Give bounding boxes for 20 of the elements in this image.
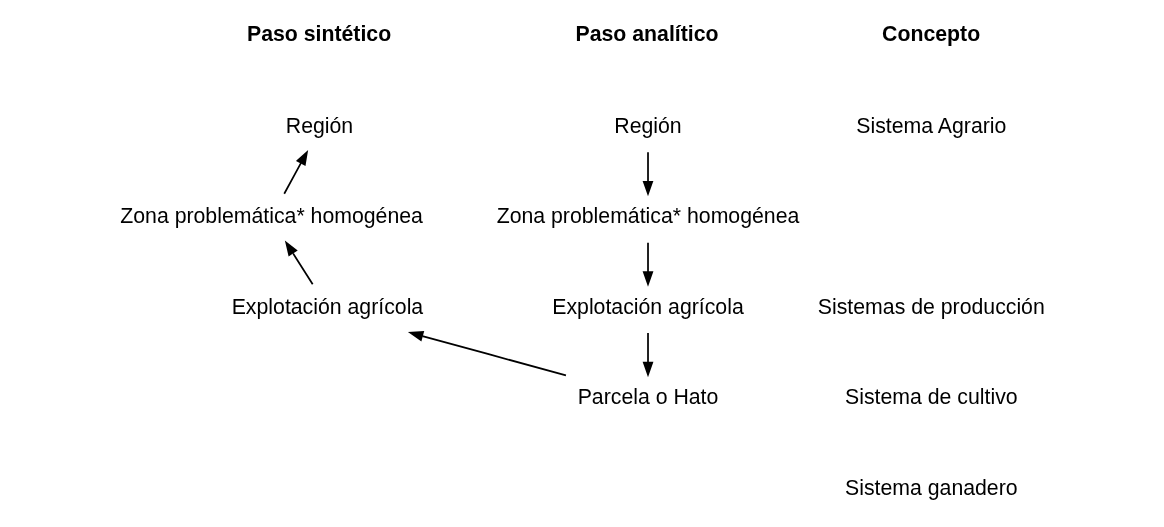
label: Sistemas de producción (817, 294, 1045, 319)
arrow (284, 240, 314, 286)
label: Paso analítico (575, 22, 719, 47)
node-text: Región (285, 113, 353, 138)
node-text: Parcela o Hato (577, 385, 718, 410)
arrow (282, 149, 308, 195)
label: Sistema de cultivo (844, 385, 1018, 410)
arrow (642, 332, 653, 378)
node-text: Explotación agrícola (231, 294, 423, 319)
arrow (407, 330, 567, 377)
label: Concepto (881, 22, 980, 47)
label: Sistema Agrario (855, 113, 1006, 138)
node-text: Zona problemática* homogénea (119, 204, 423, 229)
node-text: Región (613, 113, 682, 138)
node-text: Zona problemática* homogénea (496, 204, 799, 229)
node-text: Explotación agrícola (551, 294, 744, 319)
arrow (642, 241, 653, 287)
label: Paso sintético (246, 22, 391, 47)
label: Sistema ganadero (844, 475, 1018, 500)
arrow (642, 151, 653, 197)
